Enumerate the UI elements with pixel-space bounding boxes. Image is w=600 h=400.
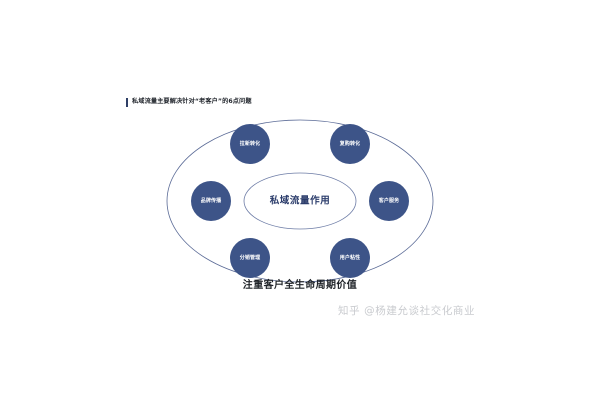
diagram-caption: 注重客户全生命周期价值 — [242, 280, 358, 291]
node-label: 用户粘性 — [339, 254, 361, 261]
node-label: 分销管理 — [240, 254, 261, 261]
inner-ellipse — [243, 172, 357, 230]
node-left[interactable]: 品牌传播 — [191, 181, 231, 221]
node-bottom-left[interactable]: 分销管理 — [230, 238, 270, 278]
node-top-right[interactable]: 复购转化 — [330, 124, 370, 164]
node-label: 拉新转化 — [240, 140, 261, 147]
node-circle[interactable] — [191, 181, 231, 221]
node-label: 客户服务 — [378, 197, 400, 204]
core-label: 私域流量作用 — [269, 195, 331, 207]
node-right[interactable]: 客户服务 — [369, 181, 409, 221]
node-top-left[interactable]: 拉新转化 — [230, 124, 270, 164]
node-circle[interactable] — [230, 238, 270, 278]
node-circle[interactable] — [330, 238, 370, 278]
title-text: 私域流量主要解决针对“老客户”的6点问题 — [132, 98, 252, 106]
node-circle[interactable] — [230, 124, 270, 164]
watermark: 知乎 @杨建允谈社交化商业 — [338, 305, 476, 317]
title-accent-bar — [126, 98, 128, 107]
node-circle[interactable] — [330, 124, 370, 164]
node-label: 复购转化 — [339, 140, 361, 147]
node-label: 品牌传播 — [201, 197, 222, 204]
radial-diagram: 私域流量作用 拉新转化 复购转化 品牌传播 客户服务 — [165, 118, 435, 284]
outer-ellipse — [166, 119, 434, 283]
node-circle[interactable] — [369, 181, 409, 221]
node-bottom-right[interactable]: 用户粘性 — [330, 238, 370, 278]
slide-title: 私域流量主要解决针对“老客户”的6点问题 — [126, 98, 252, 107]
